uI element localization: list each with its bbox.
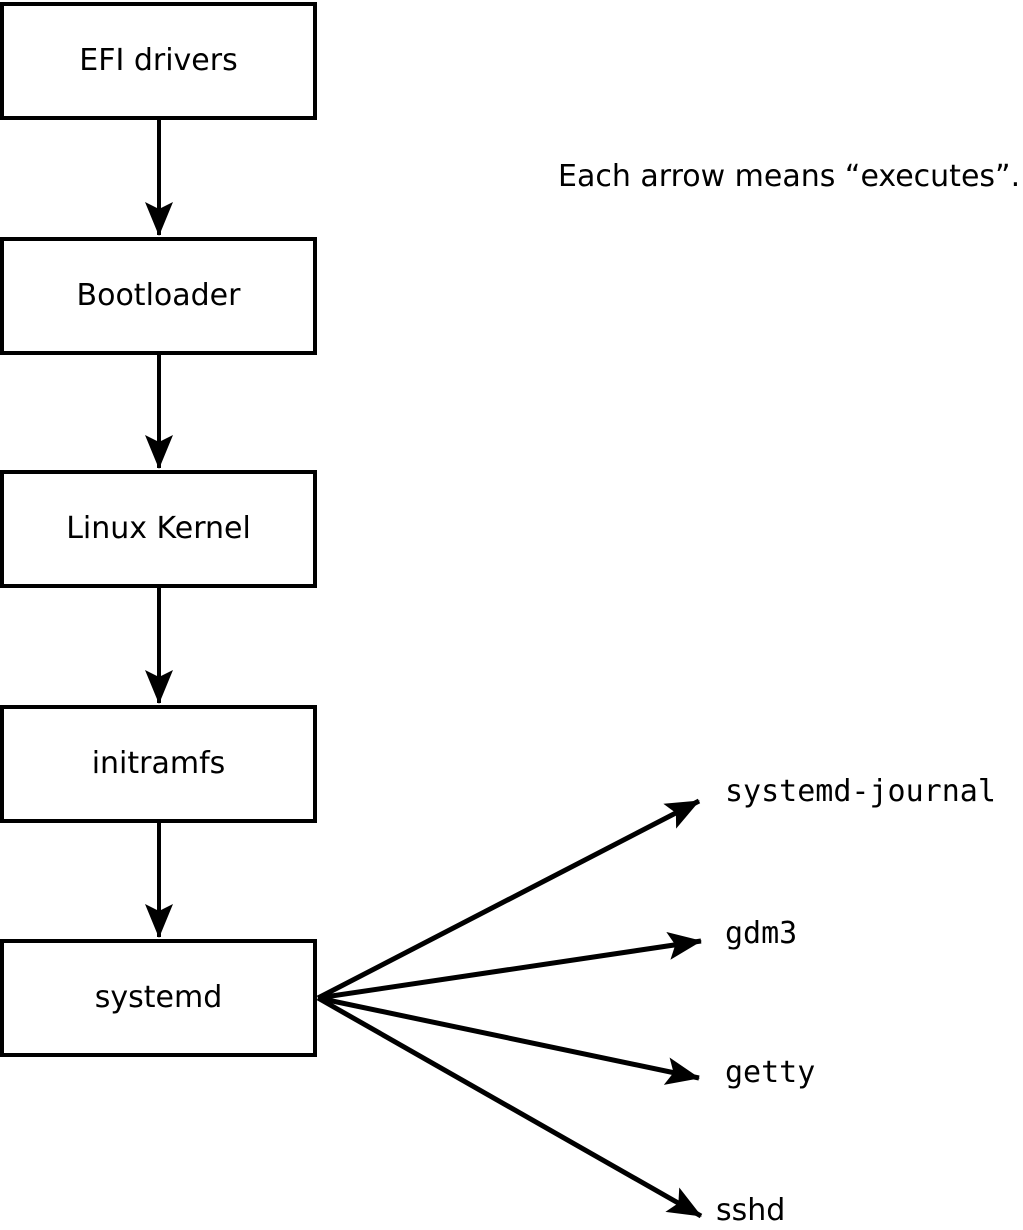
node-initramfs: initramfs [0,705,317,823]
label-systemd-journal: systemd-journal [725,774,996,809]
arrow-systemd-to-getty [317,995,700,1085]
arrow-systemd-to-systemd-journal [316,798,701,1001]
label-getty: getty [725,1055,816,1090]
node-efi-drivers-label: EFI drivers [79,43,238,78]
caption-arrow-meaning: Each arrow means “executes”. [558,159,1021,194]
node-systemd-label: systemd [94,980,223,1015]
arrow-systemd-to-sshd [316,995,703,1219]
label-sshd: sshd [716,1193,786,1228]
arrow-systemd-to-gdm3 [317,932,702,1001]
node-linux-kernel: Linux Kernel [0,470,317,588]
node-efi-drivers: EFI drivers [0,2,317,120]
node-bootloader: Bootloader [0,237,317,355]
node-systemd: systemd [0,939,317,1057]
node-initramfs-label: initramfs [91,746,226,781]
node-bootloader-label: Bootloader [76,278,241,313]
label-gdm3: gdm3 [725,916,798,951]
node-linux-kernel-label: Linux Kernel [66,511,251,546]
